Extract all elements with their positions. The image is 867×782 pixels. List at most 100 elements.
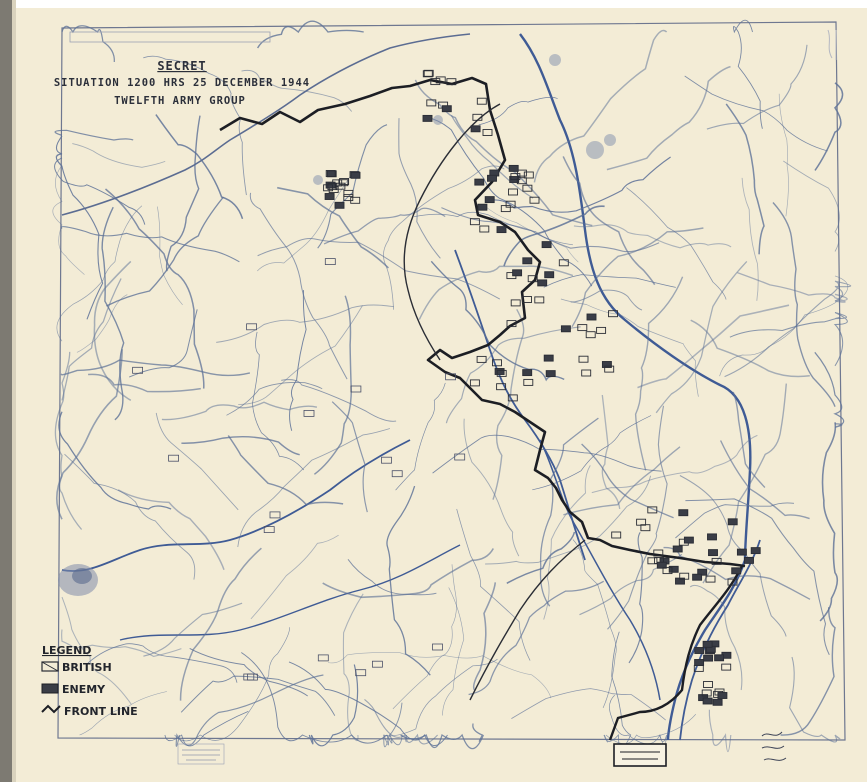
- friendly-unit: [581, 369, 592, 377]
- road-network: [52, 19, 852, 753]
- road-segment: [157, 206, 183, 306]
- road-segment: [289, 290, 307, 431]
- friendly-unit: [721, 663, 732, 671]
- road-segment: [706, 44, 808, 130]
- road-segment: [323, 207, 446, 245]
- friendly-unit: [527, 275, 538, 283]
- road-segment: [54, 129, 134, 141]
- road-segment: [87, 643, 238, 683]
- legend: LEGEND BRITISH ENEMY FRONT LINE: [41, 644, 138, 718]
- enemy-unit: [477, 203, 488, 211]
- road-segment: [414, 79, 593, 227]
- friendly-unit: [469, 218, 480, 226]
- road-segment: [532, 415, 652, 491]
- friendly-unit: [516, 169, 527, 177]
- road-segment: [93, 260, 132, 401]
- road-segment: [56, 205, 143, 342]
- legend-enemy-symbol: [41, 683, 59, 694]
- enemy-unit: [350, 171, 361, 179]
- road-segment: [256, 20, 364, 49]
- road-segment: [490, 156, 671, 213]
- enemy-unit: [678, 509, 689, 517]
- friendly-unit: [343, 189, 354, 197]
- road-segment: [737, 271, 848, 303]
- road-segment: [241, 652, 388, 744]
- friendly-unit: [496, 369, 507, 377]
- road-segment: [814, 82, 844, 171]
- classification-text: SECRET: [157, 59, 206, 73]
- road-segment: [174, 627, 291, 742]
- legend-british-symbol: [41, 661, 59, 672]
- road-segment: [386, 485, 431, 676]
- friendly-unit: [423, 69, 434, 77]
- road-segment: [249, 192, 348, 380]
- friendly-unit: [522, 184, 533, 192]
- road-segment: [685, 498, 830, 656]
- road-segment: [684, 75, 828, 152]
- road-segment: [572, 539, 617, 709]
- road-segment: [591, 434, 758, 494]
- road-segment: [539, 417, 599, 607]
- enemy-unit: [668, 565, 679, 573]
- road-segment: [327, 652, 552, 699]
- road-segment: [814, 351, 845, 428]
- friendly-unit: [472, 113, 483, 121]
- road-segment: [241, 69, 353, 112]
- road-segment: [725, 103, 765, 255]
- road-segment: [395, 382, 446, 491]
- scan-edge-light: [12, 0, 16, 782]
- friendly-unit: [469, 379, 480, 387]
- road-segment: [313, 295, 353, 475]
- friendly-unit: [711, 557, 722, 565]
- enemy-unit: [441, 105, 452, 113]
- road-segment: [52, 153, 85, 275]
- road-segment: [61, 596, 132, 705]
- enemy-unit: [694, 647, 705, 654]
- friendly-unit: [578, 355, 589, 363]
- road-segment: [637, 304, 790, 389]
- friendly-unit: [705, 575, 716, 583]
- river-rhine: [519, 33, 752, 741]
- river-seine: [61, 439, 411, 572]
- rear-unit: [243, 673, 255, 681]
- city-markers: [313, 54, 616, 185]
- road-segment: [250, 534, 339, 620]
- enemy-unit: [484, 196, 495, 204]
- road-segment: [563, 446, 681, 516]
- friendly-unit: [604, 365, 615, 373]
- road-segment: [400, 723, 484, 750]
- road-segment: [463, 418, 520, 557]
- legend-british: BRITISH: [62, 661, 112, 674]
- road-segment: [277, 186, 389, 269]
- road-segment: [634, 276, 684, 471]
- friendly-unit: [727, 578, 738, 586]
- handwritten-note: [761, 731, 787, 761]
- enemy-unit: [470, 125, 481, 133]
- road-segment: [607, 405, 668, 630]
- friendly-unit: [350, 196, 361, 204]
- road-segment: [238, 305, 363, 405]
- friendly-unit: [647, 506, 658, 514]
- friendly-unit: [522, 296, 532, 303]
- road-segment: [54, 157, 146, 225]
- road-segment: [105, 188, 205, 389]
- enemy-unit: [712, 698, 723, 706]
- road-segment: [54, 351, 83, 530]
- road-segment: [456, 508, 531, 661]
- rear-unit: [391, 470, 403, 478]
- road-segment: [655, 260, 748, 414]
- friendly-unit: [479, 225, 490, 233]
- enemy-unit: [703, 654, 714, 662]
- rear-unit: [263, 526, 275, 533]
- friendly-unit: [679, 572, 690, 580]
- friendly-unit: [558, 259, 569, 267]
- road-segment: [58, 411, 172, 510]
- friendly-unit: [325, 170, 336, 177]
- enemy-unit: [496, 226, 507, 234]
- enemy-unit: [494, 368, 505, 375]
- friendly-unit: [647, 557, 658, 565]
- road-segment: [783, 160, 840, 252]
- army-boundary: [403, 103, 501, 361]
- enemy-unit: [537, 279, 548, 287]
- road-segment: [60, 359, 251, 377]
